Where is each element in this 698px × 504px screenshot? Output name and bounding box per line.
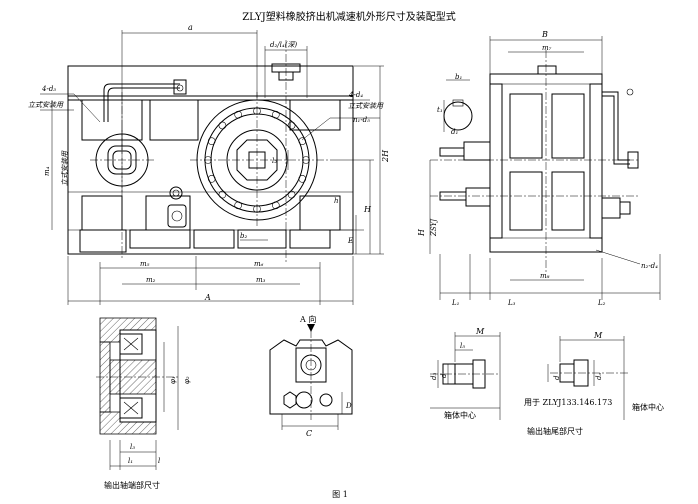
label-2H: 2H	[381, 149, 390, 163]
figure-caption: 图 1	[332, 490, 348, 499]
a-view	[269, 324, 353, 430]
label-m4: m₄	[43, 166, 51, 176]
label-D: D	[345, 402, 352, 410]
label-m3: m₃	[256, 276, 266, 284]
caption-model-note: 用于 ZLYJ133.146.173	[524, 398, 612, 407]
label-M1: M	[475, 327, 485, 336]
label-m5: m₅	[140, 260, 150, 268]
label-l-small: l	[158, 457, 160, 465]
shaft-end-detail-1	[430, 332, 501, 420]
label-hole-left: 4-d₃	[41, 85, 56, 93]
output-shaft-section	[96, 317, 180, 470]
drawing-title: ZLYJ塑料橡胶挤出机减速机外形尺寸及装配型式	[242, 10, 456, 23]
label-L1: L₁	[451, 299, 460, 307]
label-d-a: dₐ	[595, 373, 603, 380]
label-zsyj: ZSYJ	[430, 218, 438, 237]
label-l1: l₁	[128, 457, 133, 465]
label-m8: m₈	[540, 272, 550, 280]
label-phi2: φ₂	[183, 376, 191, 384]
label-view-a: A 向	[299, 314, 316, 324]
caption-box-center-1: 箱体中心	[444, 410, 476, 420]
label-d3: d₃	[430, 373, 438, 380]
label-h: h	[334, 197, 339, 205]
label-L2: L₂	[597, 299, 606, 307]
label-m7: m₇	[542, 44, 552, 52]
label-H-right: H	[417, 228, 426, 237]
label-H: H	[363, 205, 372, 214]
side-view	[429, 36, 661, 300]
label-d2l4: d₂/l₄(深)	[270, 41, 297, 49]
label-B: B	[541, 30, 548, 39]
label-d: d	[440, 373, 448, 378]
label-b2: b₂	[240, 232, 247, 240]
label-mount-left: 立式安装用	[28, 101, 64, 109]
label-m2: m₂	[146, 276, 156, 284]
label-a: a	[188, 23, 193, 32]
label-l2: l₂	[272, 157, 277, 165]
label-phi1: φ₁	[169, 376, 177, 384]
label-b1: b₁	[455, 73, 462, 81]
caption-box-center-2: 箱体中心	[632, 402, 664, 412]
label-l3: l₃	[130, 443, 135, 451]
label-M2: M	[593, 331, 603, 340]
caption-output-shaft: 输出轴端部尺寸	[104, 480, 160, 490]
label-E: E	[347, 237, 353, 245]
label-A: A	[204, 293, 211, 302]
label-d-b: d	[553, 375, 561, 380]
caption-input-shaft: 输出轴尾部尺寸	[527, 426, 583, 436]
label-mount-right: 立式安装用	[348, 102, 384, 110]
label-mount-vertical: 立式安装用	[61, 150, 69, 186]
label-d1: d₁	[451, 128, 458, 136]
label-hole-right: 4-d₄	[348, 91, 363, 99]
label-n1d5: n₁-d₅	[353, 116, 370, 124]
label-l5: l₅	[460, 342, 465, 350]
front-view	[40, 30, 384, 305]
label-L3: L₃	[507, 299, 516, 307]
label-C: C	[306, 429, 312, 438]
label-t1: t₁	[437, 106, 443, 114]
label-n2d4: n₂-d₄	[641, 262, 658, 270]
label-m6: m₆	[254, 260, 264, 268]
shaft-end-detail-2	[547, 336, 630, 420]
